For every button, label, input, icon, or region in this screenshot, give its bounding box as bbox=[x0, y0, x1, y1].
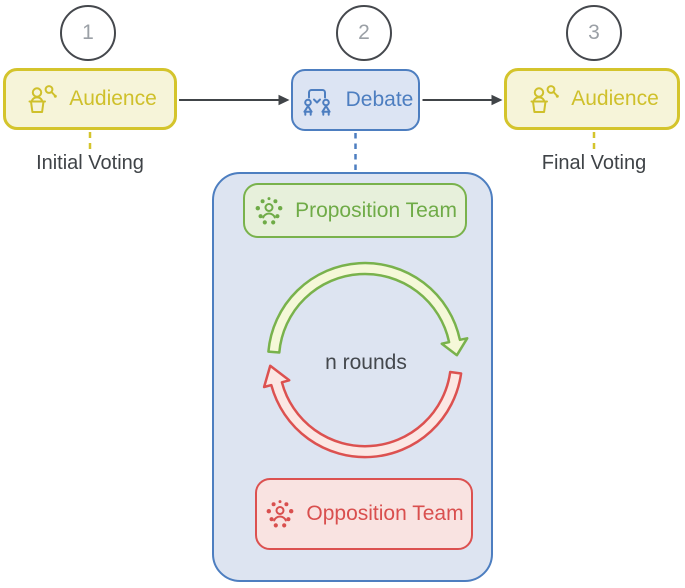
step-number: 2 bbox=[358, 21, 370, 44]
audience-node-initial: Audience bbox=[3, 68, 177, 130]
team-dots bbox=[255, 196, 283, 224]
step-circle-1: 1 bbox=[60, 5, 116, 61]
final-voting-caption: Final Voting bbox=[541, 152, 647, 174]
node-label: Debate bbox=[345, 88, 414, 111]
initial-voting-caption: Initial Voting bbox=[36, 152, 144, 174]
debate-discussion-icon bbox=[303, 89, 331, 116]
debate-node: Debate bbox=[291, 69, 420, 131]
team-members-icon bbox=[266, 500, 294, 528]
team-members-icon bbox=[255, 196, 283, 224]
arrow-debate-to-audience bbox=[422, 94, 503, 106]
proposition-team-box: Proposition Team bbox=[243, 183, 467, 238]
audience-podium-icon bbox=[28, 85, 58, 113]
step-circle-3: 3 bbox=[566, 5, 622, 61]
node-label: Audience bbox=[571, 87, 659, 110]
arrow-audience-to-debate bbox=[179, 94, 290, 106]
step-number: 3 bbox=[588, 21, 600, 44]
arrowhead-icon bbox=[491, 94, 503, 106]
opposition-team-box: Opposition Team bbox=[255, 478, 473, 550]
team-label: Opposition Team bbox=[306, 502, 464, 525]
arrowhead-icon bbox=[278, 94, 290, 106]
audience-podium-icon bbox=[530, 85, 560, 113]
node-label: Audience bbox=[69, 87, 157, 110]
team-dots bbox=[266, 500, 294, 528]
step-circle-2: 2 bbox=[336, 5, 392, 61]
n-rounds-label: n rounds bbox=[325, 351, 407, 374]
audience-node-final: Audience bbox=[504, 68, 680, 130]
team-label: Proposition Team bbox=[295, 198, 457, 222]
step-number: 1 bbox=[82, 21, 94, 44]
